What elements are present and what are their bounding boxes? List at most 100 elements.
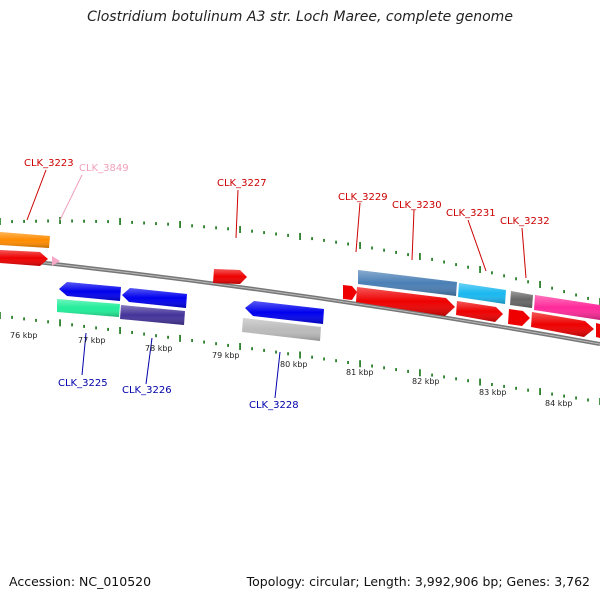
tick-mark: [11, 220, 13, 224]
gene-label-clk3232[interactable]: CLK_3232: [500, 216, 550, 227]
tick-mark: [515, 386, 517, 390]
tick-mark: [551, 286, 553, 290]
gene-label-clk3230[interactable]: CLK_3230: [392, 200, 442, 211]
tick-mark: [275, 232, 277, 236]
map-title: Clostridium botulinum A3 str. Loch Maree…: [87, 9, 513, 25]
tick-mark: [479, 378, 481, 386]
tick-mark: [287, 233, 289, 237]
tick-mark: [479, 266, 481, 273]
scale-label: 82 kbp: [412, 377, 440, 386]
tick-mark: [503, 384, 505, 388]
tick-mark: [95, 326, 97, 330]
tick-mark: [227, 343, 229, 347]
scale-label: 77 kbp: [78, 336, 106, 345]
tick-mark: [251, 347, 253, 351]
tick-mark: [131, 220, 133, 224]
gene-label-clk3226[interactable]: CLK_3226: [122, 385, 172, 396]
scale-label: 78 kbp: [145, 344, 173, 353]
tick-mark: [203, 225, 205, 229]
tick-mark: [371, 246, 373, 250]
gene-feature-red-a[interactable]: [456, 301, 503, 322]
tick-mark: [239, 343, 241, 350]
tick-mark: [395, 368, 397, 372]
tick-mark: [311, 237, 313, 241]
tick-mark: [263, 348, 265, 352]
tick-mark: [215, 342, 217, 346]
gene-feature-clk3231[interactable]: [458, 283, 506, 304]
tick-mark: [83, 324, 85, 328]
tick-mark: [407, 369, 409, 373]
tick-mark: [323, 238, 325, 242]
tick-mark: [0, 218, 1, 225]
gene-feature-red-b[interactable]: [508, 309, 600, 338]
forward-features: [0, 232, 600, 338]
tick-mark: [311, 355, 313, 359]
tick-mark: [191, 224, 193, 228]
gene-label-clk3228[interactable]: CLK_3228: [249, 400, 299, 411]
tick-mark: [119, 218, 121, 225]
tick-mark: [575, 396, 577, 400]
tick-mark: [299, 351, 301, 359]
tick-mark: [263, 231, 265, 235]
tick-mark: [11, 315, 13, 319]
gene-feature-clk3230[interactable]: [358, 270, 457, 296]
gene-feature-gray[interactable]: [510, 291, 533, 308]
reverse-features: [57, 282, 324, 341]
tick-mark: [443, 260, 445, 264]
tick-mark: [167, 335, 169, 339]
tick-mark: [359, 360, 361, 368]
tick-mark: [455, 263, 457, 267]
tick-mark: [71, 323, 73, 327]
tick-mark: [83, 219, 85, 223]
tick-mark: [227, 227, 229, 231]
gene-label-clk3849[interactable]: CLK_3849: [79, 163, 129, 174]
tick-mark: [527, 280, 529, 284]
tick-mark: [503, 274, 505, 278]
tick-mark: [371, 364, 373, 368]
gene-feature-magenta[interactable]: [534, 295, 600, 320]
tick-mark: [527, 388, 529, 392]
tick-mark: [299, 233, 301, 240]
scale-label: 84 kbp: [545, 399, 573, 408]
gene-feature-clk3225[interactable]: [57, 282, 121, 317]
tick-mark: [491, 383, 493, 386]
accession-text: Accession: NC_010520: [9, 574, 152, 589]
scale-label: 81 kbp: [346, 368, 374, 377]
gene-feature-orange[interactable]: [0, 232, 50, 248]
tick-mark: [587, 398, 589, 402]
tick-mark: [419, 369, 421, 377]
tick-mark: [107, 327, 109, 331]
gene-feature-clk3226[interactable]: [120, 288, 187, 325]
tick-mark: [431, 373, 433, 377]
gene-feature-clk3228[interactable]: [242, 301, 324, 341]
tick-mark: [35, 318, 37, 322]
tick-mark: [155, 222, 157, 226]
tick-mark: [467, 379, 469, 383]
gene-label-clk3223[interactable]: CLK_3223: [24, 158, 74, 169]
pseudo-feature[interactable]: [52, 256, 60, 266]
tick-mark: [47, 219, 49, 223]
tick-mark: [455, 377, 457, 381]
gene-label-clk3227[interactable]: CLK_3227: [217, 178, 267, 189]
tick-mark: [107, 220, 109, 224]
genome-backbone: [0, 256, 600, 346]
gene-label-clk3225[interactable]: CLK_3225: [58, 378, 108, 389]
gene-feature-clk3227[interactable]: [213, 269, 247, 284]
tick-mark: [119, 327, 121, 334]
tick-mark: [539, 388, 541, 396]
gene-label-clk3231[interactable]: CLK_3231: [446, 208, 496, 219]
tick-mark: [23, 317, 25, 321]
tick-mark: [419, 253, 421, 260]
tick-mark: [395, 250, 397, 254]
tick-mark: [359, 242, 361, 249]
tick-mark: [347, 361, 349, 364]
gene-feature-red-left[interactable]: [0, 250, 48, 266]
gene-label-clk3229[interactable]: CLK_3229: [338, 192, 388, 203]
tick-marks: [0, 217, 600, 405]
gene-feature-clk3229[interactable]: [343, 285, 455, 316]
tick-mark: [287, 352, 289, 356]
tick-mark: [383, 248, 385, 252]
tick-mark: [155, 334, 157, 338]
tick-mark: [539, 281, 541, 288]
